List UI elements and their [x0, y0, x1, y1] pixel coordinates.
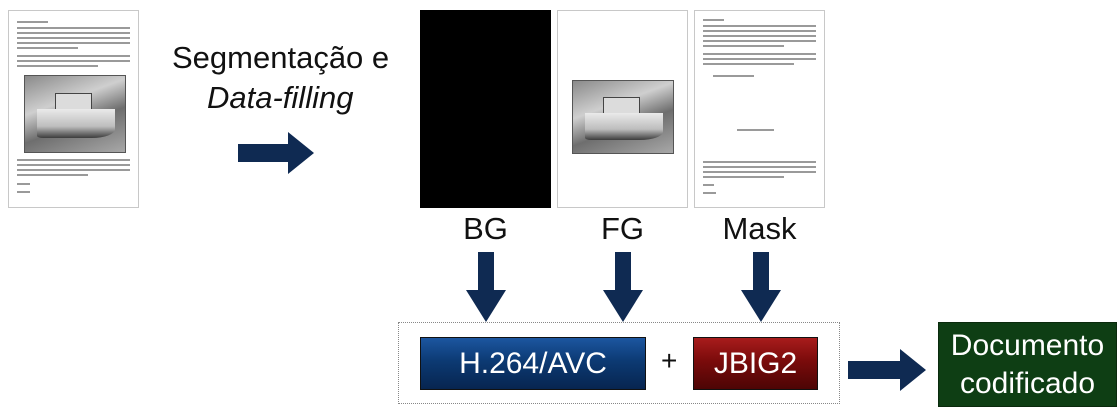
h264-encoder-box: H.264/AVC [420, 337, 646, 390]
foreground-layer [557, 10, 688, 208]
arrow-down-fg-icon [603, 252, 643, 322]
foreground-photo [572, 80, 674, 154]
encoded-document-box: Documento codificado [938, 322, 1117, 407]
arrow-right-output-icon [848, 349, 926, 391]
jbig2-encoder-box: JBIG2 [693, 337, 818, 390]
mask-layer [694, 10, 825, 208]
bg-label: BG [463, 211, 508, 246]
background-layer [420, 10, 551, 208]
data-filling-label: Data-filling [207, 80, 354, 115]
segmentation-label: Segmentação e [172, 40, 390, 75]
encoder-group [398, 322, 840, 404]
arrow-right-icon [238, 132, 314, 174]
plus-sign: + [661, 345, 678, 376]
arrow-down-bg-icon [466, 252, 506, 322]
output-line-1: Documento [950, 329, 1105, 362]
output-line-2: codificado [959, 367, 1096, 400]
document-photo [24, 75, 126, 153]
arrow-down-mask-icon [741, 252, 781, 322]
original-document-thumbnail [8, 10, 139, 208]
fg-label: FG [600, 211, 645, 246]
mask-label: Mask [722, 211, 797, 246]
